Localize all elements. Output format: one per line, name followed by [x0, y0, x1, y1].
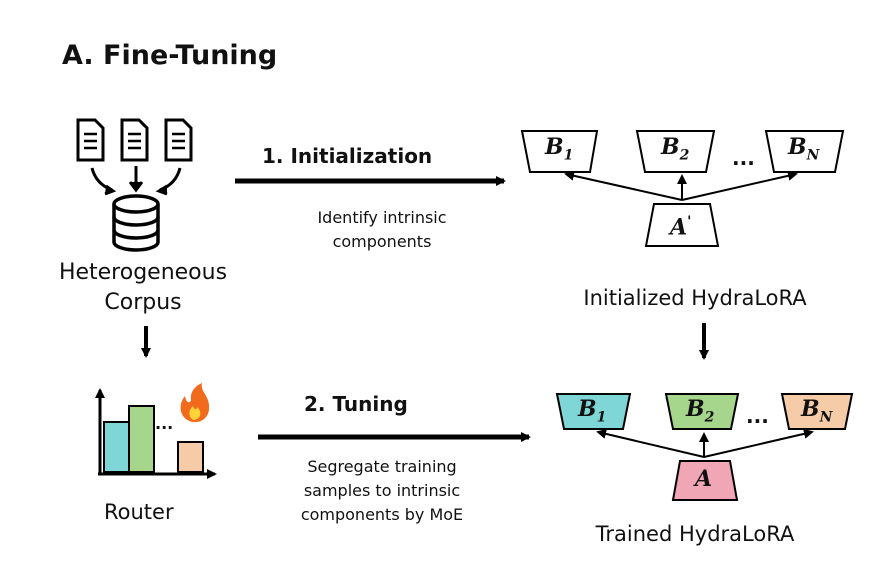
b-letter: B — [801, 396, 820, 422]
init-b2-label: B2 — [661, 134, 689, 163]
router-bar — [103, 421, 130, 473]
b-subscript: N — [819, 409, 833, 426]
b-letter: B — [661, 134, 680, 160]
b-subscript: 2 — [679, 147, 690, 164]
step2-description-line: Segregate training — [307, 457, 457, 476]
b-letter: B — [788, 134, 807, 160]
b-letter: B — [545, 134, 564, 160]
bn-module — [764, 130, 845, 173]
step2-label: 2. Tuning — [304, 392, 408, 416]
corpus-label-line: Heterogeneous — [58, 260, 228, 285]
step2-description-line: components by MoE — [300, 505, 464, 524]
database-icon — [112, 194, 160, 252]
b1-module — [555, 393, 632, 430]
step1-description-line: components — [332, 232, 432, 251]
initialized-caption: Initialized HydraLoRA — [583, 286, 807, 310]
b-subscript: 2 — [704, 409, 715, 426]
a-letter: A — [670, 214, 688, 241]
router-bar — [177, 441, 204, 473]
a-to-b1-arrow — [564, 170, 683, 201]
document-icon — [120, 118, 149, 162]
fire-icon — [180, 383, 210, 423]
docs-to-db-arrows — [90, 166, 182, 196]
trained-b2-label: B2 — [686, 396, 714, 425]
initialized-hydralora — [520, 130, 845, 247]
trained-bn-label: BN — [801, 396, 832, 425]
trained-caption: Trained HydraLoRA — [595, 522, 795, 546]
router-chart — [95, 383, 217, 479]
init-a-label: A' — [670, 214, 691, 240]
b2-module — [664, 393, 740, 430]
init-b1-label: B1 — [545, 134, 573, 163]
a-to-bn-arrow — [681, 170, 798, 201]
trained-a-label: A — [695, 466, 713, 492]
step2-description: Segregate training samples to intrinsic … — [262, 455, 502, 527]
trained-hydralora — [555, 393, 854, 501]
b-letter: B — [578, 396, 597, 422]
b2-module — [635, 130, 716, 173]
a-to-bn-arrow — [703, 428, 814, 458]
section-title: A. Fine-Tuning — [62, 40, 278, 71]
trained-b1-label: B1 — [578, 396, 606, 425]
b-subscript: N — [806, 147, 820, 164]
router-label: Router — [104, 500, 174, 524]
a-module — [671, 460, 739, 501]
step1-description: Identify intrinsic components — [272, 206, 492, 254]
document-icon — [76, 118, 105, 162]
b1-module — [520, 130, 599, 173]
a-prime: ' — [687, 214, 692, 230]
corpus-label: Heterogeneous Corpus — [48, 258, 238, 318]
init-ellipsis: ... — [732, 146, 755, 170]
trained-ellipsis: ... — [746, 404, 769, 428]
document-icon — [164, 118, 193, 162]
b-subscript: 1 — [596, 409, 607, 426]
router-dots: ... — [155, 414, 174, 433]
init-bn-label: BN — [788, 134, 819, 163]
router-bar — [128, 405, 155, 473]
bn-module — [780, 393, 854, 430]
corpus-label-line: Corpus — [104, 290, 182, 315]
a-module — [644, 203, 720, 247]
step1-label: 1. Initialization — [262, 144, 433, 168]
step2-description-line: samples to intrinsic — [303, 481, 461, 500]
b-letter: B — [686, 396, 705, 422]
a-to-b1-arrow — [596, 428, 705, 458]
b-subscript: 1 — [563, 147, 574, 164]
step1-description-line: Identify intrinsic — [317, 208, 447, 227]
